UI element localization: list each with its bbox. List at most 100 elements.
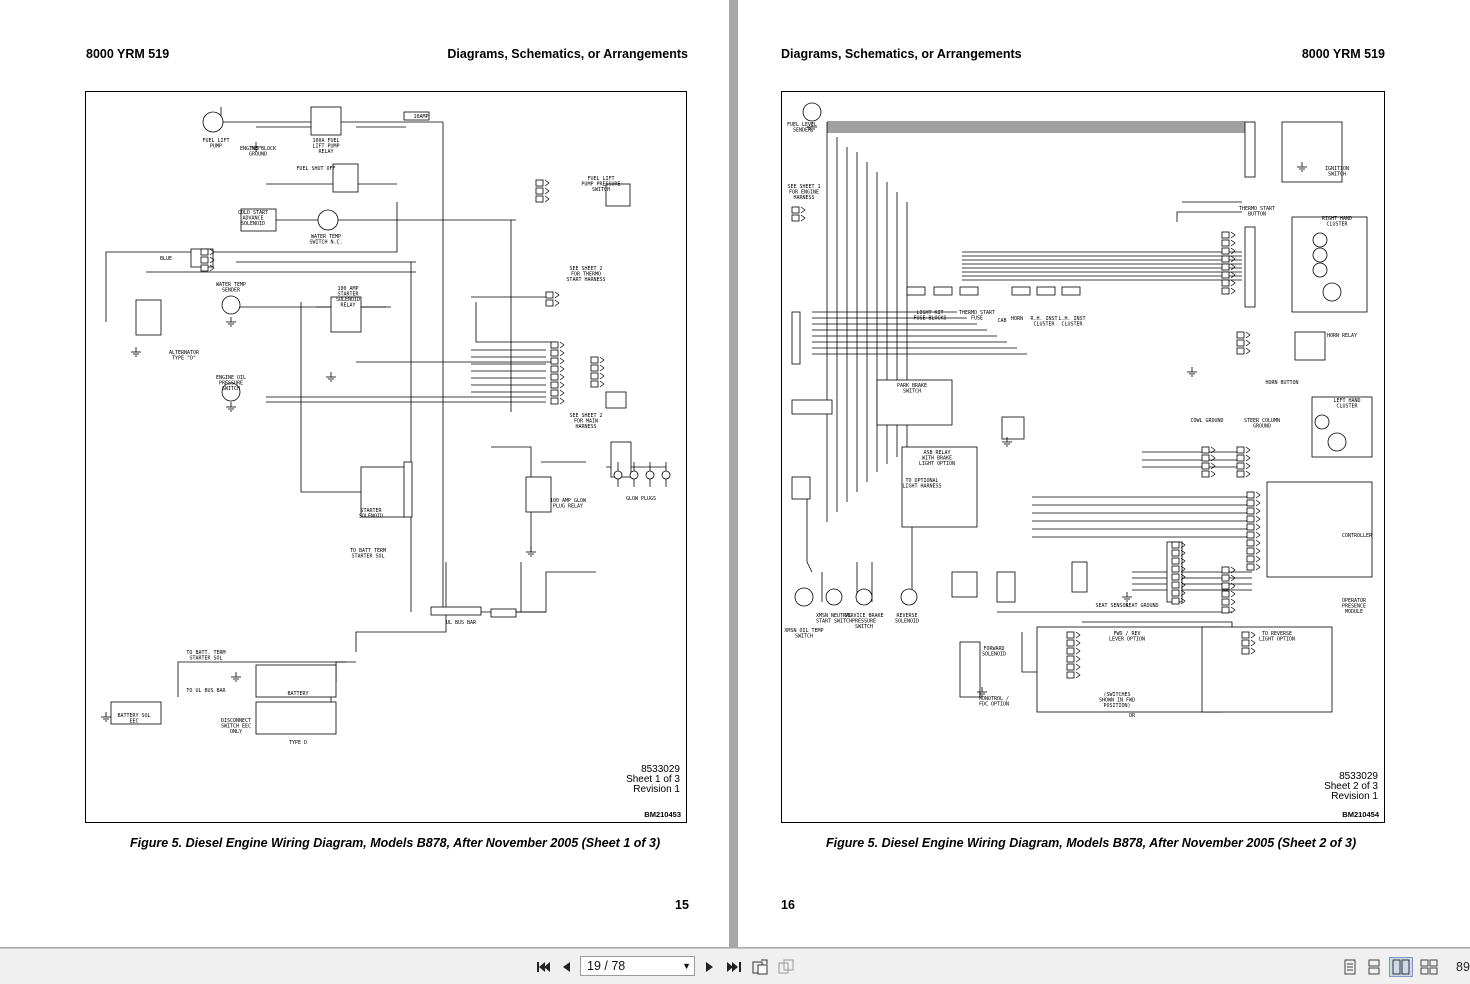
- component-circle: [1312, 247, 1328, 263]
- two-page-view-button[interactable]: [1389, 957, 1413, 977]
- component-box: [791, 399, 833, 415]
- component-box: [605, 391, 627, 409]
- connector-pin: [1245, 470, 1251, 478]
- connector-pin: [209, 256, 215, 264]
- fit-page-button[interactable]: [777, 957, 797, 977]
- component-box: [403, 111, 430, 121]
- connector-pin: [1210, 470, 1216, 478]
- component-box: [430, 606, 482, 616]
- connector-pin: [1250, 639, 1256, 647]
- component-box: [1244, 226, 1256, 308]
- last-page-button[interactable]: [725, 957, 743, 977]
- right-sheet-info: Sheet 2 of 3: [1324, 781, 1378, 792]
- viewer-toolbar: 19 / 78 ▼ 89: [0, 948, 1470, 984]
- right-label: HORN RELAY: [1327, 333, 1357, 339]
- connector-pin: [599, 372, 605, 380]
- component-box: [255, 701, 337, 735]
- right-bm-code: BM210454: [1342, 810, 1379, 819]
- single-page-view-button[interactable]: [1341, 957, 1359, 977]
- component-box: [310, 106, 342, 136]
- connector-pin: [1230, 582, 1236, 590]
- connector-pin: [559, 381, 565, 389]
- component-box: [1201, 470, 1210, 478]
- component-box: [1036, 286, 1056, 296]
- connector-pin: [1180, 581, 1186, 589]
- component-box: [1246, 531, 1255, 539]
- component-box: [1246, 491, 1255, 499]
- component-box: [933, 286, 953, 296]
- component-box: [1244, 121, 1256, 178]
- component-box: [959, 286, 979, 296]
- component-box: [545, 299, 554, 307]
- component-box: [610, 441, 632, 478]
- component-box: [1221, 263, 1230, 271]
- connector-pin: [1230, 231, 1236, 239]
- component-box: [403, 461, 413, 518]
- component-box: [360, 466, 407, 518]
- wire: [475, 302, 556, 343]
- first-page-button[interactable]: [534, 957, 552, 977]
- component-circle: [825, 588, 843, 606]
- connector-pin: [1230, 263, 1236, 271]
- connector-pin: [1255, 499, 1261, 507]
- connector-pin: [209, 248, 215, 256]
- connector-pin: [209, 264, 215, 272]
- connector-pin: [559, 357, 565, 365]
- component-box: [1246, 563, 1255, 571]
- component-circle: [1314, 414, 1330, 430]
- right-page-number: 16: [781, 898, 795, 912]
- next-page-button[interactable]: [702, 957, 718, 977]
- component-circle: [661, 470, 671, 480]
- wire: [496, 571, 596, 613]
- connector-pin: [1245, 347, 1251, 355]
- connector-pin: [1255, 531, 1261, 539]
- connector-pin: [544, 179, 550, 187]
- component-box: [1171, 589, 1180, 597]
- component-circle: [1327, 432, 1347, 452]
- two-page-continuous-icon: [1420, 959, 1438, 975]
- connector-pin: [1230, 279, 1236, 287]
- right-header-doc-code: 8000 YRM 519: [1301, 47, 1385, 61]
- component-circle: [202, 111, 224, 133]
- component-box: [1294, 331, 1326, 361]
- page-number-field[interactable]: 19 / 78 ▼: [580, 956, 695, 976]
- connector-pin: [1180, 549, 1186, 557]
- continuous-view-button[interactable]: [1365, 957, 1383, 977]
- component-box: [1001, 416, 1025, 440]
- left-page: 8000 YRM 519 Diagrams, Schematics, or Ar…: [0, 0, 729, 947]
- right-label: SEAT SENSOR: [1095, 603, 1129, 609]
- prev-page-button[interactable]: [558, 957, 574, 977]
- two-page-continuous-button[interactable]: [1419, 957, 1439, 977]
- left-sheet-stamp: 8533029 Sheet 1 of 3 Revision 1: [626, 765, 680, 795]
- component-box: [1221, 606, 1230, 614]
- right-label: HORN: [1011, 316, 1023, 322]
- zoom-level[interactable]: 89: [1456, 960, 1470, 974]
- connector-pin: [1245, 462, 1251, 470]
- rotate-button[interactable]: [751, 957, 771, 977]
- component-box: [1221, 590, 1230, 598]
- component-box: [525, 476, 552, 513]
- component-box: [1241, 639, 1250, 647]
- component-circle: [1322, 282, 1342, 302]
- component-box: [951, 571, 978, 598]
- connector-pin: [599, 380, 605, 388]
- chevron-down-icon: ▼: [682, 961, 691, 971]
- connector-pin: [1075, 639, 1081, 647]
- component-box: [550, 349, 559, 357]
- component-box: [535, 187, 544, 195]
- component-box: [1221, 279, 1230, 287]
- left-bm-code: BM210453: [644, 810, 681, 819]
